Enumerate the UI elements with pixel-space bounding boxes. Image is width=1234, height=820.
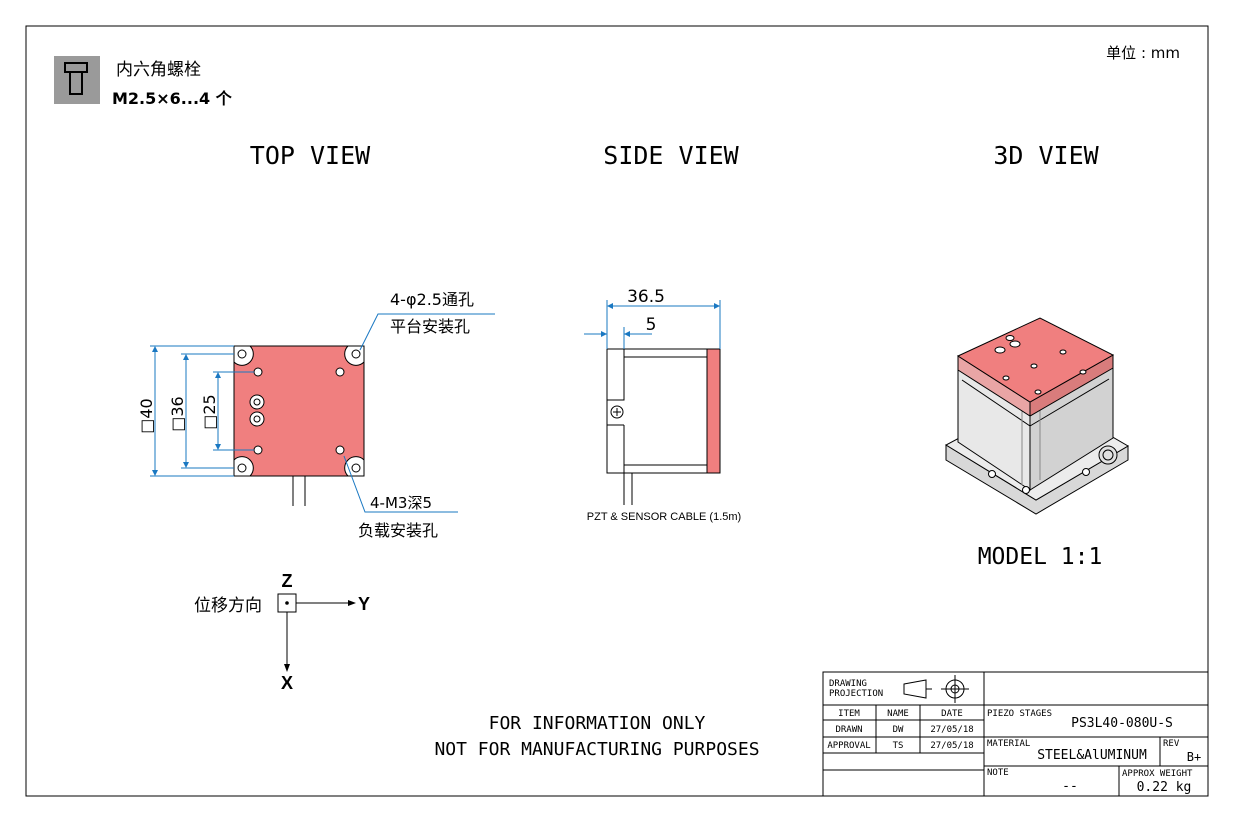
projection-symbol [903,675,969,703]
col-date: DATE [941,709,963,719]
note-value: -- [1062,779,1078,794]
bolt-name: 内六角螺栓 [116,60,201,80]
note-label: NOTE [987,768,1009,778]
notice-line2: NOT FOR MANUFACTURING PURPOSES [434,739,759,760]
row1-item: DRAWN [835,725,862,735]
side-view [584,300,721,505]
row2-date: 27/05/18 [930,741,973,751]
weight-label: APPROX WEIGHT [1122,769,1193,779]
dim-outer: □40 [137,398,156,433]
projection-label-1: DRAWING [829,679,867,689]
row2-name: TS [893,741,904,751]
bolt-spec: M2.5×6...4 个 [112,89,233,108]
title-block [822,620,1209,797]
col-item: ITEM [838,709,860,719]
axis-label: 位移方向 [194,596,262,616]
row1-name: DW [893,725,904,735]
col-name: NAME [887,709,909,719]
weight-value: 0.22 kg [1137,780,1192,795]
material-label: MATERIAL [987,739,1030,749]
3d-view-title: 3D VIEW [993,141,1099,170]
unit-label: 单位 : mm [1106,44,1180,62]
axis-indicator [277,593,356,672]
callout-holes-line2: 平台安装孔 [390,317,470,336]
axis-x: X [281,673,293,693]
product-label: PIEZO STAGES [987,709,1052,719]
dim-mid: □36 [168,396,187,431]
side-view-title: SIDE VIEW [603,141,739,170]
notice-line1: FOR INFORMATION ONLY [489,713,706,734]
axis-y: Y [358,594,370,614]
rev-label: REV [1163,739,1180,749]
row1-date: 27/05/18 [930,725,973,735]
top-view [150,313,495,513]
callout-holes-line1: 4-φ2.5通孔 [390,290,474,309]
dim-total: 36.5 [627,287,665,307]
sheet-border [25,25,1209,797]
callout-threads-line2: 负载安装孔 [358,521,438,540]
row2-item: APPROVAL [827,741,870,751]
3d-model [944,317,1129,515]
callout-threads-line1: 4-M3深5 [370,494,432,512]
bolt-icon [54,56,100,104]
dim-small: 5 [646,315,657,335]
projection-label-2: PROJECTION [829,689,883,699]
top-view-title: TOP VIEW [250,141,371,170]
rev-value: B+ [1187,750,1201,764]
dim-inner: □25 [200,394,219,429]
cable-label: PZT & SENSOR CABLE (1.5m) [587,511,741,523]
material-value: STEEL&AlUMINUM [1037,748,1147,763]
product-value: PS3L40-080U-S [1071,716,1173,731]
model-scale: MODEL 1:1 [978,544,1103,570]
axis-z: Z [282,571,293,591]
